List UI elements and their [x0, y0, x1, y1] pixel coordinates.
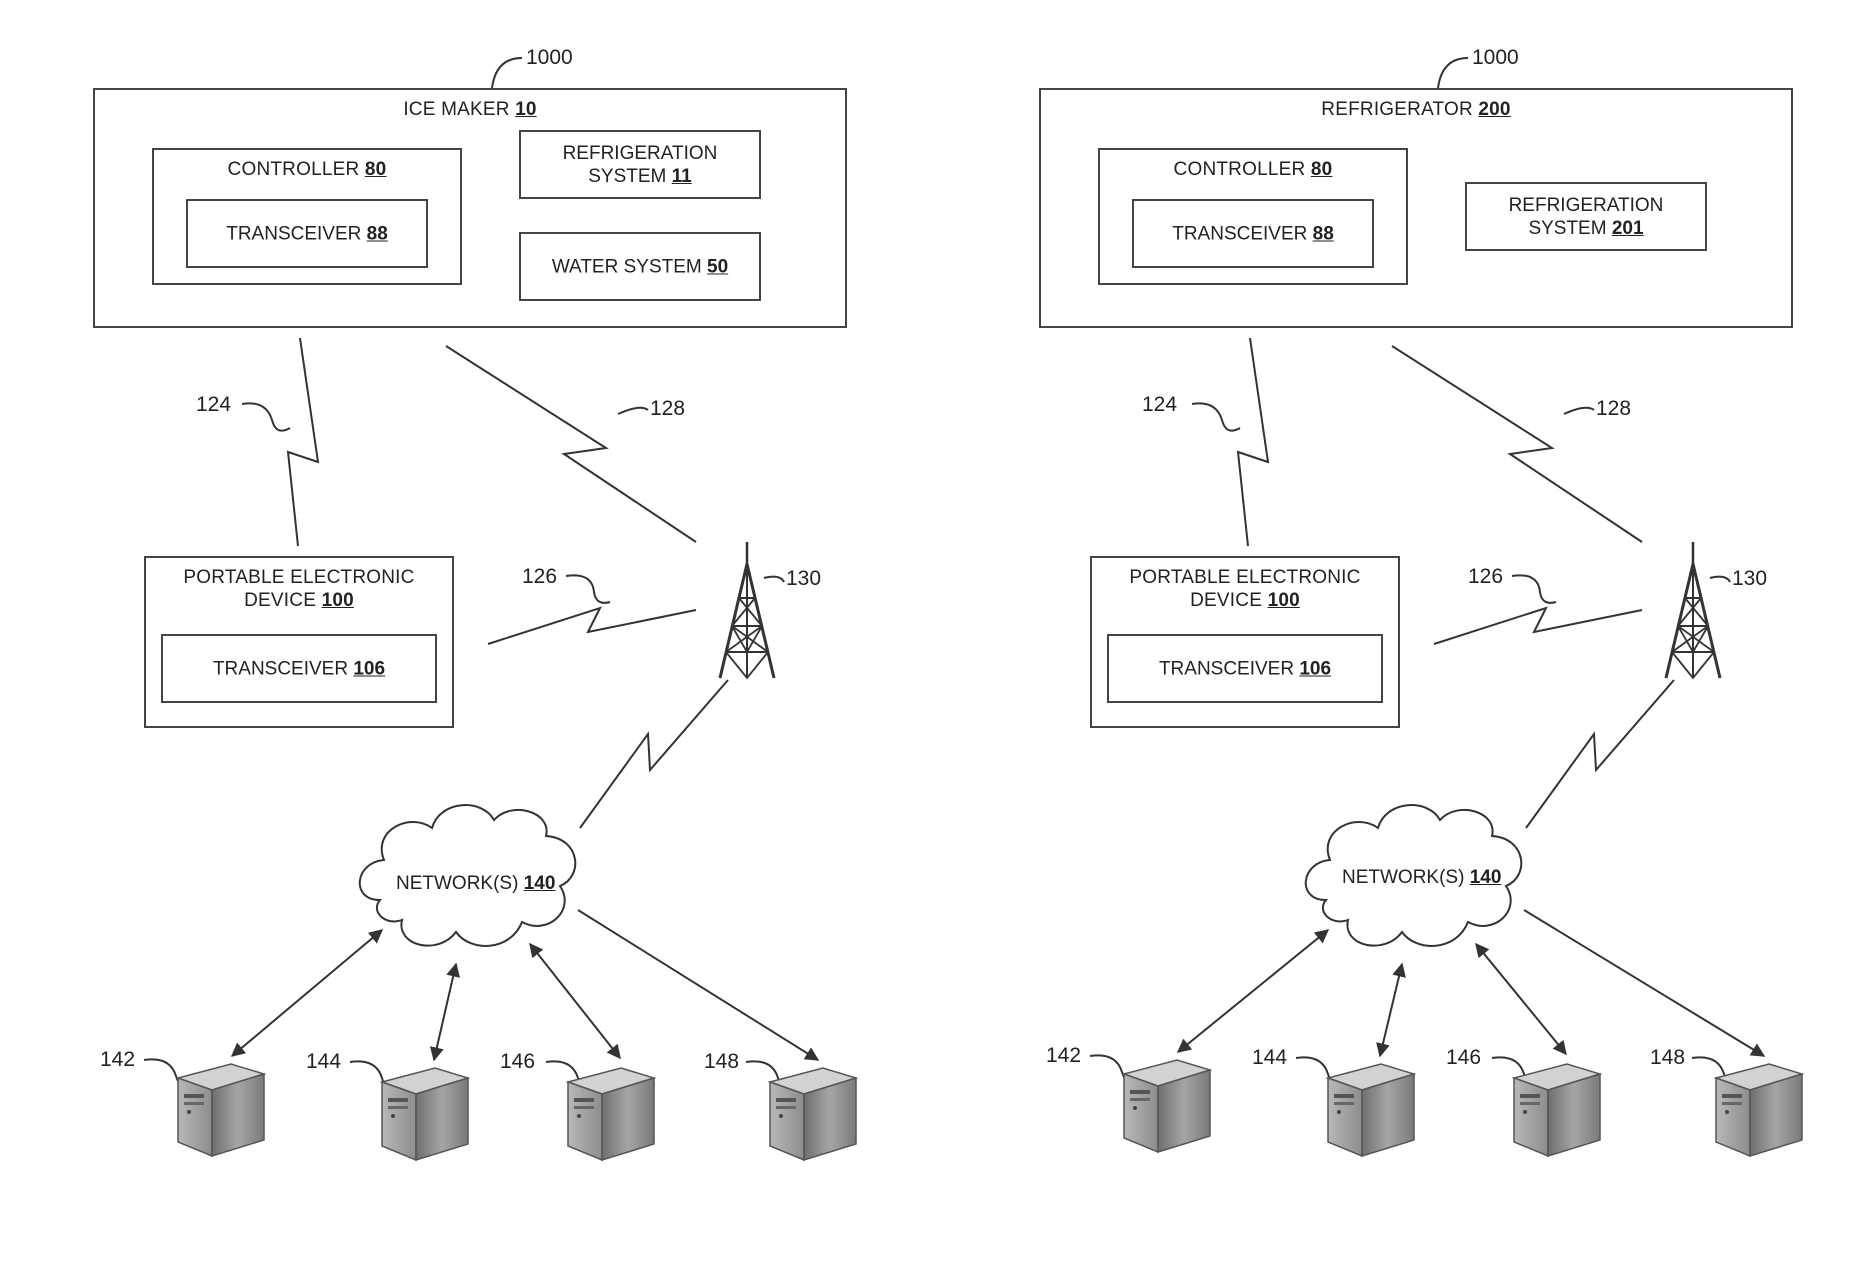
- server-label-146: 146: [1446, 1046, 1481, 1070]
- controller-title: CONTROLLER 80: [1100, 158, 1406, 181]
- link-128-left: [446, 346, 696, 542]
- water-system-box: WATER SYSTEM 50: [519, 232, 761, 301]
- system-ref-label: 1000: [1472, 46, 1519, 70]
- refrigeration-system-box: REFRIGERATION SYSTEM 201: [1465, 182, 1707, 251]
- network-label: NETWORK(S) 140: [1342, 866, 1501, 890]
- network-label: NETWORK(S) 140: [396, 872, 555, 896]
- server-label-144: 144: [306, 1050, 341, 1074]
- link-124-left: [288, 338, 318, 546]
- cell-tower-icon-left: [720, 542, 774, 678]
- link-126-label: 126: [522, 565, 557, 589]
- transceiver-box: TRANSCEIVER 88: [186, 199, 428, 268]
- server-icon-142-right: [1124, 1060, 1210, 1152]
- portable-device-title: PORTABLE ELECTRONIC DEVICE 100: [146, 566, 452, 612]
- system-ref-label: 1000: [526, 46, 573, 70]
- link-124-label: 124: [196, 393, 231, 417]
- cell-tower-icon-right: [1666, 542, 1720, 678]
- server-icon-144-right: [1328, 1064, 1414, 1156]
- server-icon-146-right: [1514, 1064, 1600, 1156]
- server-label-146: 146: [500, 1050, 535, 1074]
- server-label-148: 148: [1650, 1046, 1685, 1070]
- link-124-right: [1238, 338, 1268, 546]
- portable-device-title: PORTABLE ELECTRONIC DEVICE 100: [1092, 566, 1398, 612]
- server-icon-146-left: [568, 1068, 654, 1160]
- server-icon-148-right: [1716, 1064, 1802, 1156]
- leader-1000-left: [492, 58, 522, 88]
- link-network-left: [580, 680, 728, 828]
- link-128-right: [1392, 346, 1642, 542]
- portable-transceiver-box: TRANSCEIVER 106: [161, 634, 437, 703]
- server-icon-148-left: [770, 1068, 856, 1160]
- server-label-142: 142: [1046, 1044, 1081, 1068]
- link-network-right: [1526, 680, 1674, 828]
- server-icon-144-left: [382, 1068, 468, 1160]
- portable-transceiver-box: TRANSCEIVER 106: [1107, 634, 1383, 703]
- link-126-left: [488, 608, 696, 644]
- refrigeration-system-box: REFRIGERATION SYSTEM 11: [519, 130, 761, 199]
- link-128-label: 128: [650, 397, 685, 421]
- tower-label: 130: [1732, 567, 1767, 591]
- appliance-title: ICE MAKER 10: [95, 98, 845, 121]
- server-label-144: 144: [1252, 1046, 1287, 1070]
- controller-title: CONTROLLER 80: [154, 158, 460, 181]
- transceiver-box: TRANSCEIVER 88: [1132, 199, 1374, 268]
- server-icon-142-left: [178, 1064, 264, 1156]
- link-124-label: 124: [1142, 393, 1177, 417]
- link-128-label: 128: [1596, 397, 1631, 421]
- server-label-148: 148: [704, 1050, 739, 1074]
- link-126-right: [1434, 608, 1642, 644]
- appliance-title: REFRIGERATOR 200: [1041, 98, 1791, 121]
- link-126-label: 126: [1468, 565, 1503, 589]
- server-label-142: 142: [100, 1048, 135, 1072]
- tower-label: 130: [786, 567, 821, 591]
- leader-1000-right: [1438, 58, 1468, 88]
